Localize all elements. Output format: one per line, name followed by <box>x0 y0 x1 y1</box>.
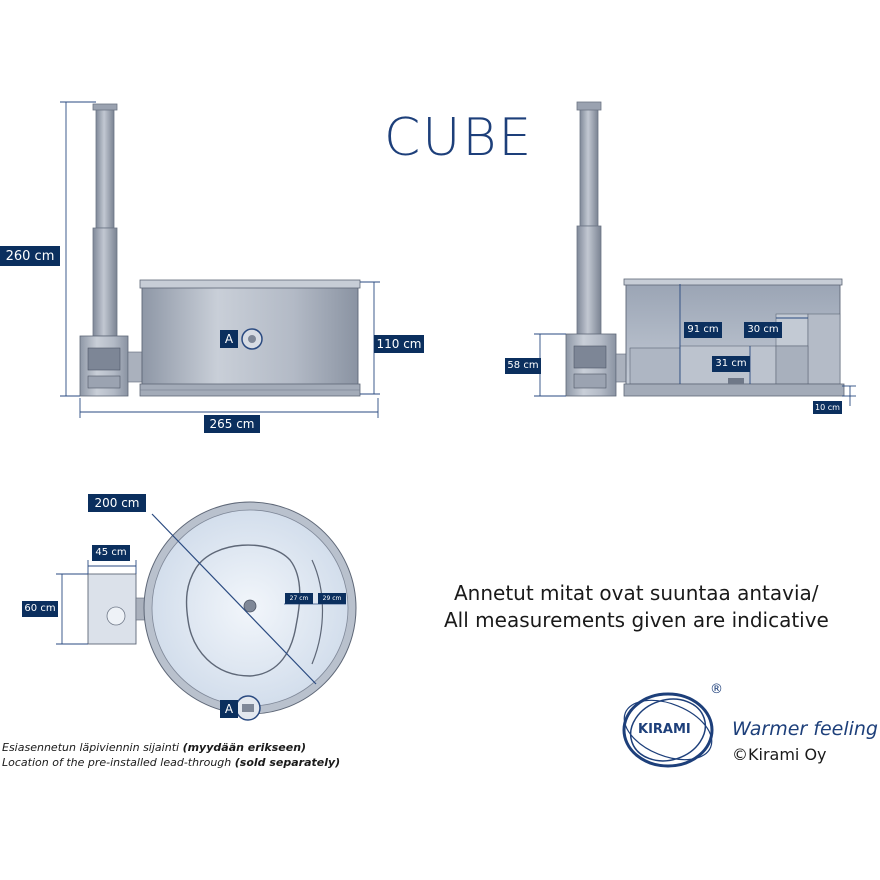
dim-label-width: 265 cm <box>204 415 260 433</box>
cut-chimney-cap <box>576 101 602 111</box>
dim-label-heater-depth: 60 cm <box>22 601 58 617</box>
top-bench-outline <box>185 544 301 677</box>
dim-label-inner-29: 29 cm <box>318 593 346 604</box>
dim-label-step: 30 cm <box>744 322 782 338</box>
disclaimer-finnish: Annetut mitat ovat suuntaa antavia/ <box>454 581 819 605</box>
heater-door <box>87 347 121 371</box>
top-dim-diameter <box>151 513 317 685</box>
note-english: Location of the pre-installed lead-throu… <box>2 756 340 769</box>
dim-label-heater-width: 45 cm <box>92 545 130 561</box>
cut-seat-right <box>807 313 841 385</box>
page-title: CUBE <box>384 108 534 168</box>
chimney-cap <box>92 103 118 111</box>
heater-vent <box>87 375 121 389</box>
dim-label-inner-27: 27 cm <box>285 593 313 604</box>
dim-label-base: 10 cm <box>813 401 842 414</box>
note-finnish: Esiasennetun läpiviennin sijainti (myydä… <box>2 741 306 754</box>
note-finnish-bold: (myydään erikseen) <box>182 741 307 754</box>
heater-connector <box>127 351 143 383</box>
disclaimer-english: All measurements given are indicative <box>444 608 829 632</box>
cut-tub-base <box>623 383 845 397</box>
note-english-bold: (sold separately) <box>234 756 341 769</box>
cut-chimney-upper <box>579 107 599 227</box>
note-english-text: Location of the pre-installed lead-throu… <box>2 756 235 769</box>
side-view <box>60 101 380 418</box>
chimney-lower <box>92 227 118 337</box>
cut-bench-left <box>629 347 681 385</box>
cut-chimney-lower <box>576 225 602 337</box>
copyright: ©Kirami Oy <box>732 745 827 764</box>
slogan: Warmer feeling <box>732 718 878 740</box>
dim-label-heater: 58 cm <box>505 358 541 374</box>
registered-mark: ® <box>710 682 723 697</box>
marker-a-side: A <box>220 330 238 348</box>
tub-rim <box>139 279 361 289</box>
dim-label-depth: 91 cm <box>684 322 722 338</box>
note-finnish-text: Esiasennetun läpiviennin sijainti <box>2 741 183 754</box>
kirami-logo <box>622 692 714 768</box>
dim-label-tub-height: 110 cm <box>374 335 424 353</box>
chimney-upper <box>95 107 115 229</box>
dim-label-diameter: 200 cm <box>88 494 146 512</box>
dim-label-seat: 31 cm <box>712 356 750 372</box>
marker-a-top: A <box>220 700 238 718</box>
kirami-logo-text: KIRAMI <box>638 722 691 737</box>
cutaway-view <box>534 101 856 406</box>
dim-label-height: 260 cm <box>0 246 60 266</box>
top-view <box>56 501 357 721</box>
